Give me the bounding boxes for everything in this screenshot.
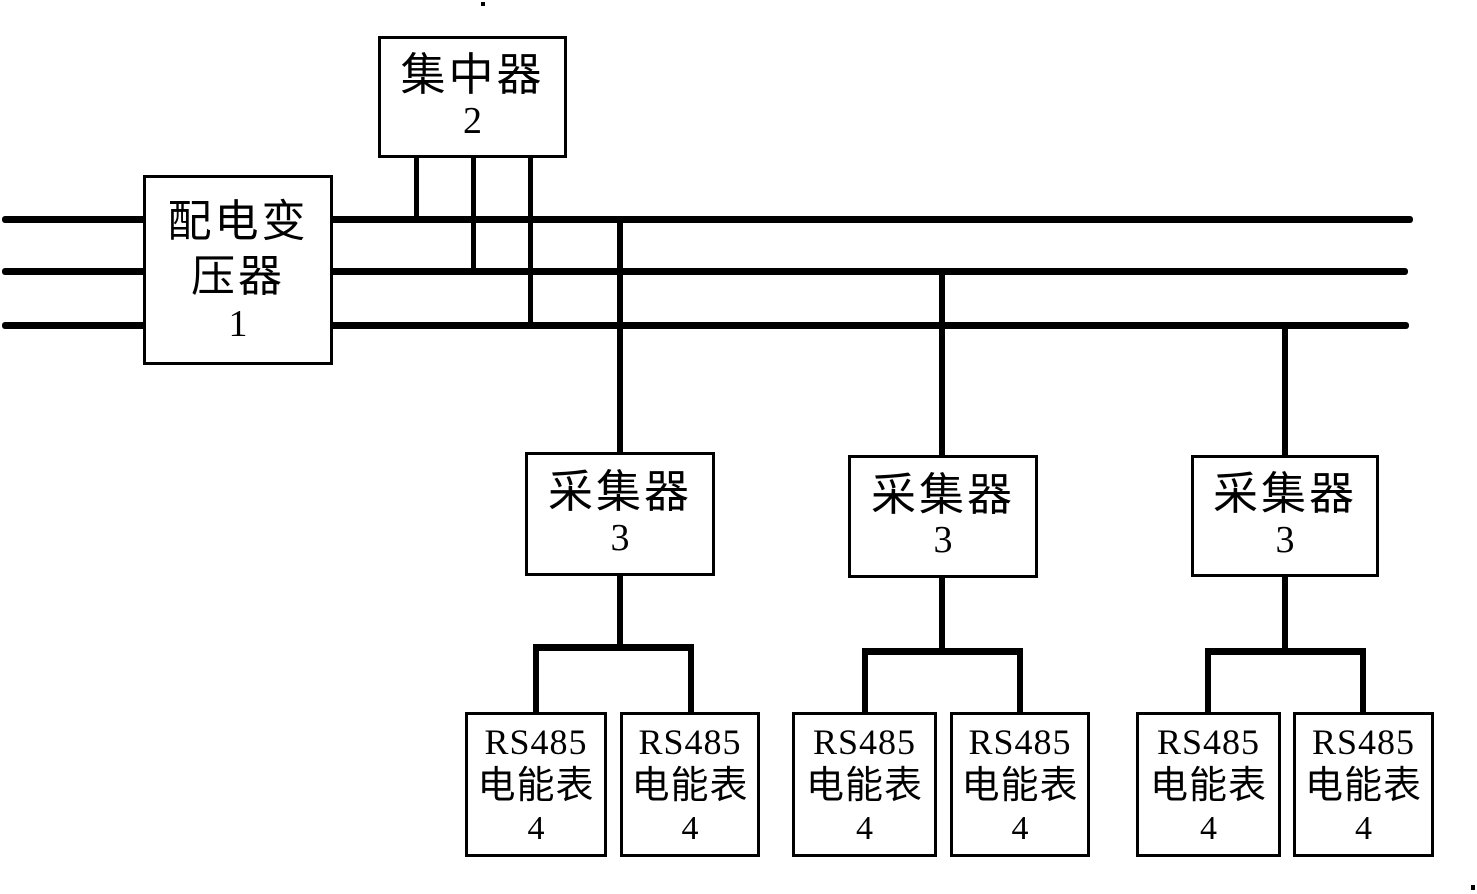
connector-collector2-meter2-leg <box>1017 648 1023 713</box>
meter-4-line2: 电能表 <box>961 764 1079 807</box>
meter-5-number: 4 <box>1200 810 1217 848</box>
meter-box-3: RS485 电能表 4 <box>792 712 937 857</box>
concentrator-box: 集中器 2 <box>378 36 567 158</box>
collector-1-number: 3 <box>610 516 630 559</box>
transformer-label-line1: 配电变 <box>167 197 309 247</box>
collector-2-number: 3 <box>933 519 953 562</box>
connector-collector1-meter2-leg <box>688 644 694 713</box>
meter-box-4: RS485 电能表 4 <box>950 712 1090 857</box>
meter-6-line1: RS485 <box>1311 721 1416 762</box>
meter-5-line2: 电能表 <box>1149 764 1267 807</box>
meter-4-number: 4 <box>1011 810 1029 848</box>
connector-collector1-meter1-leg <box>533 644 539 713</box>
connector-collector1-stem <box>617 575 623 647</box>
meter-3-line2: 电能表 <box>805 764 923 807</box>
meter-2-line1: RS485 <box>638 721 742 762</box>
connector-collector3-tee-bar <box>1205 648 1366 655</box>
collector-3-label: 采集器 <box>1212 469 1357 520</box>
connector-concentrator-bus2 <box>471 157 476 275</box>
connector-collector2-meter1-leg <box>862 648 868 713</box>
meter-box-2: RS485 电能表 4 <box>620 712 760 857</box>
connector-bus2-collector2 <box>939 270 945 456</box>
collector-box-2: 采集器 3 <box>848 455 1038 578</box>
meter-4-line1: RS485 <box>968 721 1072 762</box>
collector-1-label: 采集器 <box>547 467 692 518</box>
print-speck-bottom-right <box>1471 885 1475 890</box>
connector-collector3-meter2-leg <box>1360 648 1366 713</box>
meter-3-line1: RS485 <box>812 721 917 762</box>
concentrator-number: 2 <box>463 99 482 142</box>
connector-bus3-collector3 <box>1282 324 1288 456</box>
connector-collector2-stem <box>939 577 945 651</box>
print-speck-top <box>481 2 485 6</box>
meter-6-number: 4 <box>1355 810 1372 848</box>
connector-collector2-tee-bar <box>862 648 1023 655</box>
connector-collector1-tee-bar <box>533 644 694 651</box>
bus-line-3 <box>2 322 1409 329</box>
meter-box-6: RS485 电能表 4 <box>1293 712 1434 857</box>
connector-bus1-collector1 <box>617 219 623 453</box>
collector-box-3: 采集器 3 <box>1191 455 1379 577</box>
concentrator-label: 集中器 <box>400 50 545 101</box>
bus-line-1 <box>2 216 1413 223</box>
connector-collector3-stem <box>1282 576 1288 651</box>
bus-line-2 <box>2 268 1408 275</box>
meter-5-line1: RS485 <box>1156 721 1261 762</box>
meter-1-line2: 电能表 <box>477 764 595 807</box>
connector-concentrator-bus1 <box>414 157 419 223</box>
meter-box-1: RS485 电能表 4 <box>465 712 607 857</box>
collector-2-label: 采集器 <box>870 469 1015 520</box>
connector-collector3-meter1-leg <box>1205 648 1211 713</box>
meter-1-line1: RS485 <box>484 721 588 762</box>
transformer-number: 1 <box>228 303 248 346</box>
collector-3-number: 3 <box>1275 518 1295 561</box>
meter-3-number: 4 <box>856 810 873 848</box>
collector-box-1: 采集器 3 <box>525 452 715 576</box>
meter-6-line2: 电能表 <box>1304 764 1422 807</box>
meter-1-number: 4 <box>527 810 545 848</box>
transformer-label-line2: 压器 <box>191 252 285 302</box>
connector-concentrator-bus3 <box>528 157 533 329</box>
meter-2-number: 4 <box>681 810 699 848</box>
meter-box-5: RS485 电能表 4 <box>1136 712 1281 857</box>
transformer-box: 配电变 压器 1 <box>143 175 333 365</box>
meter-2-line2: 电能表 <box>631 764 749 807</box>
